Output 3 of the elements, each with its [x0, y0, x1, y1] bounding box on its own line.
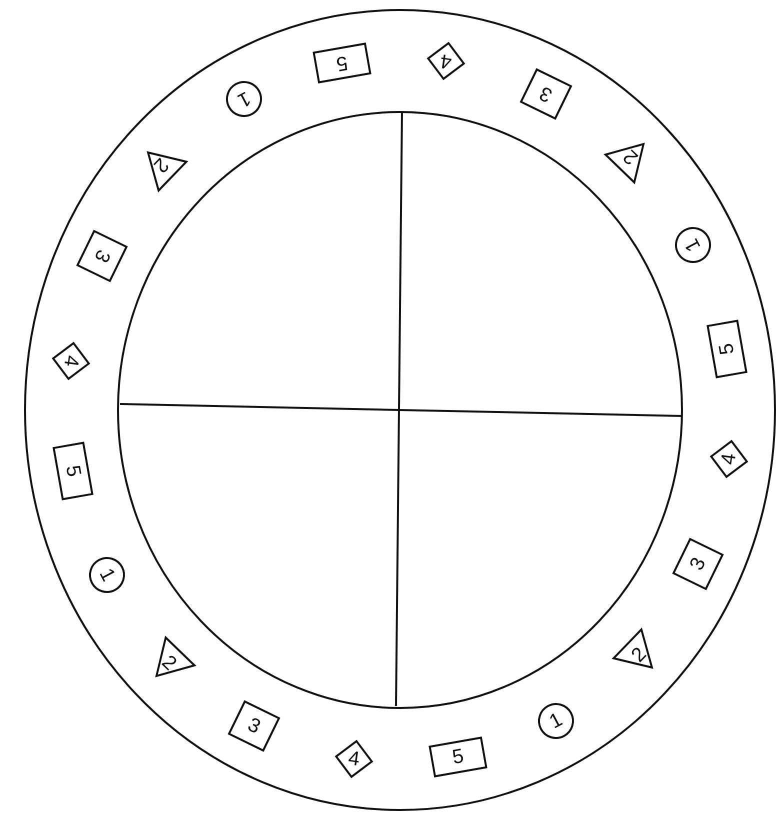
- numbered-triangle: 2: [609, 624, 668, 684]
- numbered-triangle: 2: [600, 127, 660, 186]
- numbered-triangle: 2: [132, 136, 191, 196]
